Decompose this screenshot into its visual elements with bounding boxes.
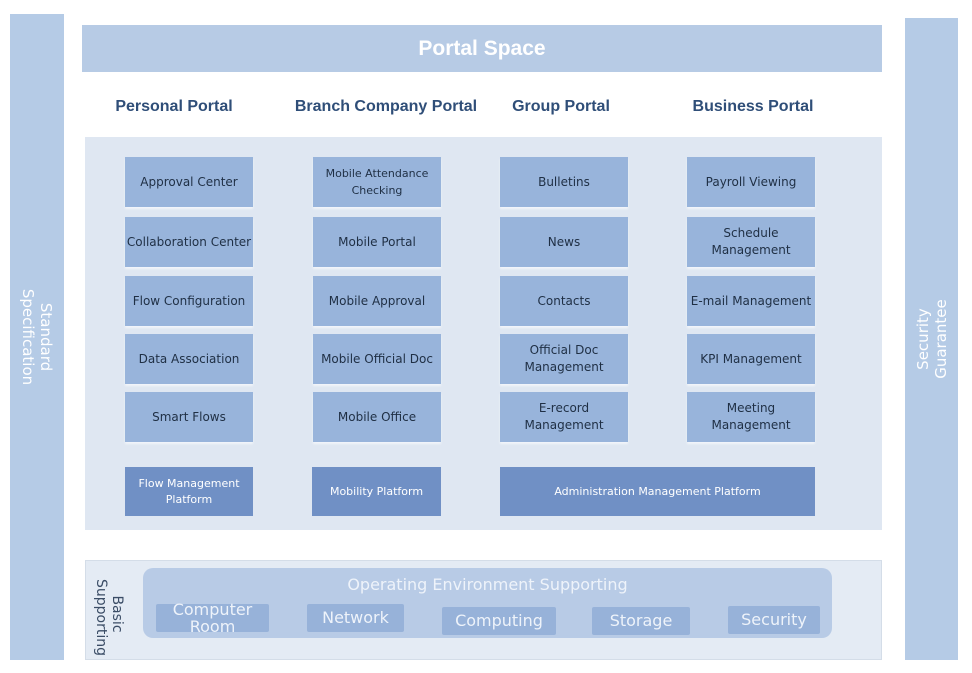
module-box: Mobile Portal [313, 217, 441, 267]
standard-specification-label: Standard Specification [19, 288, 55, 386]
module-box: KPI Management [687, 334, 815, 384]
module-box: Smart Flows [125, 392, 253, 442]
personal-portal-title: Personal Portal [115, 98, 233, 115]
module-box: Contacts [500, 276, 628, 326]
security-guarantee-bar: Security Guarantee [905, 18, 958, 660]
computing-box: Computing [442, 607, 556, 635]
portal-space-header: Portal Space [82, 25, 882, 72]
storage-box: Storage [592, 607, 690, 635]
flow-management-platform: Flow Management Platform [125, 467, 253, 516]
module-box: Schedule Management [687, 217, 815, 267]
administration-management-platform: Administration Management Platform [500, 467, 815, 516]
module-box: Meeting Management [687, 392, 815, 442]
security-box: Security [728, 606, 820, 634]
module-box: Mobile Official Doc [313, 334, 441, 384]
group-portal-title: Group Portal [512, 98, 610, 115]
standard-specification-bar: Standard Specification [10, 14, 64, 660]
basic-supporting-label: Basic Supporting [84, 570, 134, 658]
security-guarantee-label: Security Guarantee [913, 299, 950, 379]
branch-portal-title: Branch Company Portal [294, 98, 478, 115]
operating-environment-title: Operating Environment Supporting [347, 575, 628, 594]
module-box: Official Doc Management [500, 334, 628, 384]
module-box: E-mail Management [687, 276, 815, 326]
module-box: Data Association [125, 334, 253, 384]
computer-room-box: Computer Room [156, 601, 269, 635]
module-box: Payroll Viewing [687, 157, 815, 207]
basic-supporting-text: Basic Supporting [93, 579, 125, 656]
module-box: Mobile Approval [313, 276, 441, 326]
business-portal-title: Business Portal [692, 98, 814, 115]
module-box: Collaboration Center [125, 217, 253, 267]
module-box: Approval Center [125, 157, 253, 207]
module-box: Mobile Office [313, 392, 441, 442]
module-box: News [500, 217, 628, 267]
mobility-platform: Mobility Platform [312, 467, 441, 516]
module-box: Flow Configuration [125, 276, 253, 326]
network-box: Network [307, 604, 404, 632]
module-box: Bulletins [500, 157, 628, 207]
module-box: E-record Management [500, 392, 628, 442]
module-box: Mobile Attendance Checking [313, 157, 441, 207]
